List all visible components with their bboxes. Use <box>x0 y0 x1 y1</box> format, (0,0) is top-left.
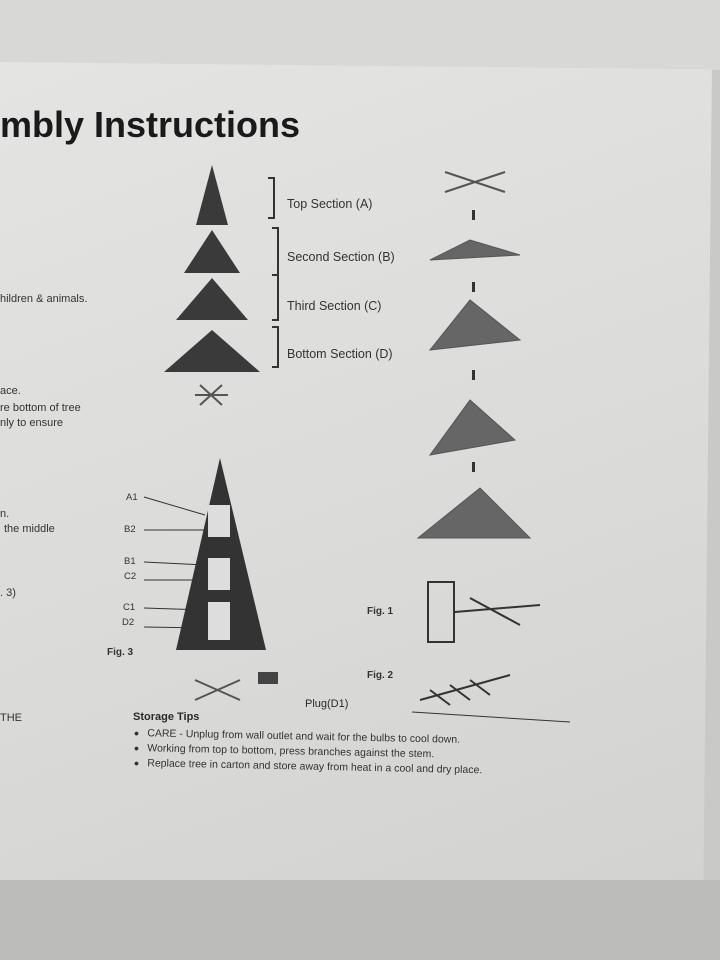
part-label: C1 <box>123 602 136 613</box>
fig1-label: Fig. 1 <box>367 606 394 617</box>
table-surface <box>0 880 720 960</box>
sectioned-tree-illustration <box>164 165 260 406</box>
part-label: B1 <box>124 556 136 567</box>
left-text-fragment: . 3) <box>0 587 16 599</box>
left-text-fragment: the middle <box>4 523 55 535</box>
part-label: A1 <box>126 492 138 503</box>
assembly-sequence-illustration <box>416 171 532 539</box>
part-label: B2 <box>124 524 136 535</box>
section-label-top: Top Section (A) <box>287 197 373 211</box>
fig3-tree-illustration <box>143 458 278 701</box>
left-text-fragment: re bottom of tree <box>0 402 81 414</box>
part-label: D2 <box>122 617 135 628</box>
fig1-fig2-illustrations <box>411 581 571 723</box>
fig2-label: Fig. 2 <box>367 670 394 681</box>
fig3-label: Fig. 3 <box>107 647 134 658</box>
left-text-fragment: nly to ensure <box>0 417 63 429</box>
left-text-fragment: n. <box>0 508 10 520</box>
plug-label: Plug(D1) <box>305 698 349 710</box>
page-title: mbly Instructions <box>0 104 301 145</box>
background-sheet <box>0 0 720 70</box>
section-label-third: Third Section (C) <box>287 299 382 313</box>
section-label-second: Second Section (B) <box>287 250 395 264</box>
part-label: C2 <box>124 571 137 582</box>
left-text-fragment: ace. <box>0 385 21 397</box>
section-brackets <box>268 177 279 368</box>
left-text-fragment: hildren & animals. <box>0 293 88 305</box>
section-label-bottom: Bottom Section (D) <box>287 347 393 361</box>
storage-tips-heading: Storage Tips <box>133 711 200 723</box>
left-text-fragment: THE <box>0 712 22 724</box>
